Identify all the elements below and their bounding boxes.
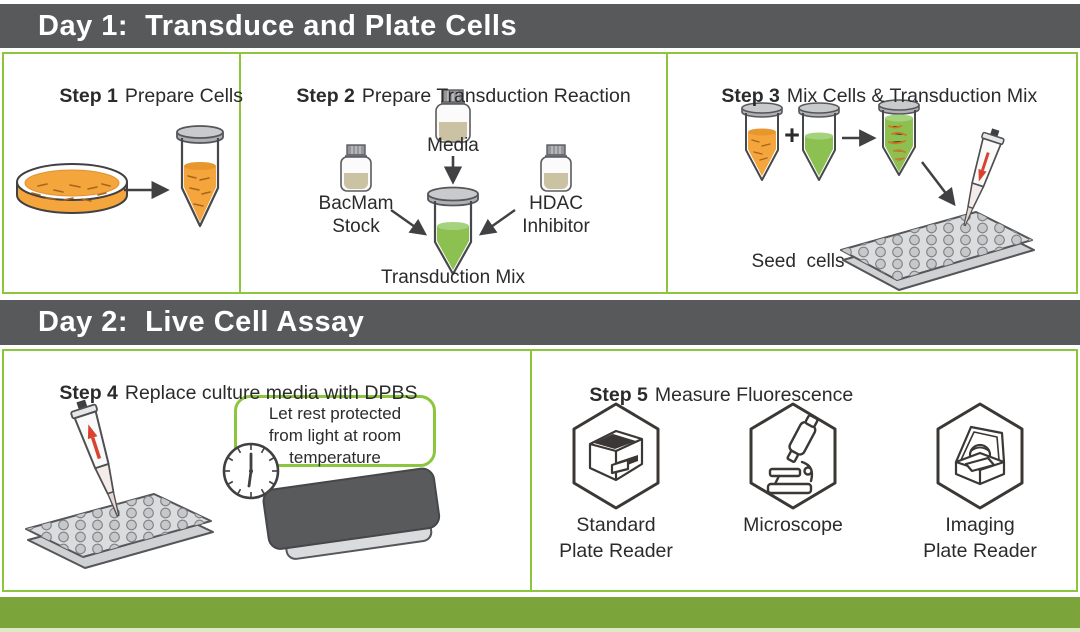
step1-section: Step 1 Prepare Cells <box>4 54 243 292</box>
arrow-diag-right <box>478 209 516 236</box>
step5-label: Step 5 <box>589 384 648 406</box>
microscope-icon <box>749 402 837 510</box>
pipette-icon <box>963 128 1005 227</box>
step3-title: Step 3 Mix Cells & Transduction Mix <box>678 62 1037 131</box>
step4-title-text: Replace culture media with DPBS <box>124 382 418 404</box>
media-bottle-icon <box>435 89 471 143</box>
transduction-mix-label: Transduction Mix <box>381 267 525 288</box>
step2-illustration <box>340 89 572 276</box>
standard-plate-reader-label: Standard Plate Reader <box>559 514 673 562</box>
seed-cells-label: Seed cells <box>751 251 845 272</box>
day1-panel: Step 1 Prepare Cells <box>2 52 1078 294</box>
arrow-diag-down <box>921 161 956 207</box>
well-plate-icon <box>25 493 214 569</box>
imaging-plate-reader-icon <box>936 402 1024 510</box>
step4-label: Step 4 <box>59 382 118 404</box>
cell-tube-icon <box>176 125 224 228</box>
petri-cells-texture <box>31 183 111 202</box>
step2-section: Step 2 Prepare Transduction Reaction <box>241 54 668 292</box>
covered-plate-icon <box>262 467 441 560</box>
petri-dish-icon <box>16 163 128 214</box>
step3-label: Step 3 <box>721 85 780 107</box>
bacmam-label: BacMam Stock <box>318 193 394 238</box>
step3-section: Step 3 Mix Cells & Transduction Mix <box>668 54 1076 292</box>
hdac-label: HDAC Inhibitor <box>522 193 590 238</box>
standard-plate-reader-icon <box>572 402 660 510</box>
step5-section: Step 5 Measure Fluorescence <box>532 351 1076 590</box>
imaging-plate-reader-label: Imaging Plate Reader <box>923 514 1037 562</box>
well-plate-icon <box>840 211 1035 291</box>
step1-illustration <box>16 125 224 228</box>
plus-sign: + <box>784 120 800 150</box>
bacmam-bottle-icon <box>340 144 372 192</box>
arrow-diag-left <box>390 209 428 236</box>
step2-title: Step 2 Prepare Transduction Reaction <box>253 62 631 131</box>
step2-label: Step 2 <box>296 85 355 107</box>
hdac-bottle-icon <box>540 144 572 192</box>
tube-cells-texture <box>187 175 211 207</box>
cells-tube-icon <box>741 102 783 181</box>
step5-title: Step 5 Measure Fluorescence <box>546 361 853 430</box>
step5-title-text: Measure Fluorescence <box>654 384 854 406</box>
step1-title: Step 1 Prepare Cells <box>16 62 243 131</box>
step5-illustration <box>572 402 1024 510</box>
step3-illustration <box>741 99 1035 291</box>
day1-header: Day 1: Transduce and Plate Cells <box>0 4 1080 48</box>
mixed-cells-texture <box>888 125 907 161</box>
step1-title-text: Prepare Cells <box>124 85 244 107</box>
microscope-label: Microscope <box>743 514 843 536</box>
red-up-arrow <box>87 424 98 440</box>
step1-label: Step 1 <box>59 85 118 107</box>
mix-tube-icon <box>798 102 840 181</box>
pipette-icon <box>70 399 120 517</box>
mixed-tube-icon <box>878 99 920 176</box>
step4-illustration <box>25 399 441 569</box>
day2-header: Day 2: Live Cell Assay <box>0 300 1080 345</box>
step2-title-text: Prepare Transduction Reaction <box>361 85 631 107</box>
transduction-mix-tube-icon <box>427 186 479 276</box>
media-label: Media <box>427 135 479 156</box>
footer-light-strip <box>0 628 1080 632</box>
step3-title-text: Mix Cells & Transduction Mix <box>786 85 1038 107</box>
red-down-arrow <box>978 169 987 182</box>
step4-title: Step 4 Replace culture media with DPBS <box>16 359 418 428</box>
footer-green-bar <box>0 597 1080 628</box>
clock-icon <box>222 442 280 500</box>
